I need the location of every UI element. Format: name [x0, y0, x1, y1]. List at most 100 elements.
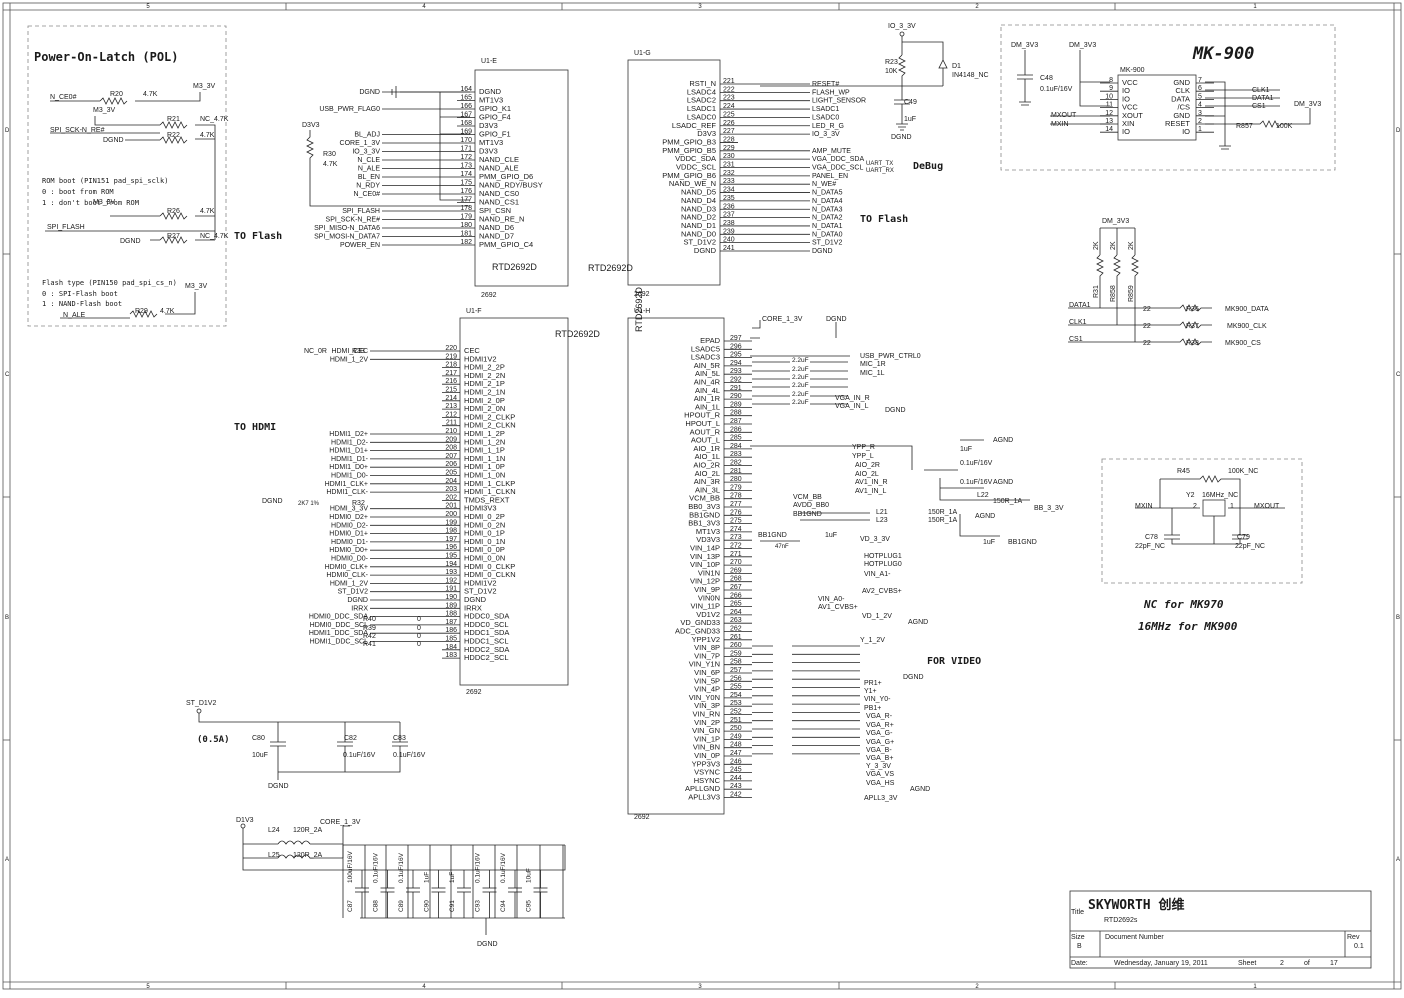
pin-name: RSTI_N — [689, 79, 716, 88]
net-label: HDMI1_D0- — [331, 473, 369, 480]
pin-number: 283 — [730, 451, 742, 458]
cap-ref: C89 — [398, 900, 405, 912]
zone-col-label: 4 — [422, 4, 426, 10]
st-d1v2-caps — [196, 708, 408, 780]
cap-value: 0.1uF/16V — [475, 852, 482, 883]
net-label: MXIN — [1135, 503, 1153, 510]
pin-name: CLK — [1175, 86, 1190, 95]
pin-number: 11 — [1106, 102, 1113, 109]
pin-number: 180 — [460, 222, 472, 229]
net-label: DGND — [120, 238, 141, 245]
for-video-label: FOR VIDEO — [927, 656, 981, 667]
net-label: MK900_CS — [1225, 340, 1261, 347]
zone-col-label: 3 — [698, 984, 702, 990]
pin-name: HDDC1_SDA — [464, 628, 509, 637]
ref-label: R857 — [1236, 123, 1253, 130]
net-label: AV1_IN_R — [855, 479, 888, 486]
pin-number: 217 — [445, 370, 457, 377]
pin-name: HDMI1V2 — [464, 578, 497, 587]
pin-number: 188 — [445, 611, 457, 618]
pin-number: 268 — [730, 576, 742, 583]
uart-rx-label: UART_RX — [866, 168, 894, 174]
cap-value: 2.2uF — [792, 391, 809, 398]
net-label: HDMI0_D2+ — [329, 514, 368, 521]
cap-value: 2.2uF — [792, 374, 809, 381]
pin-name: HDMI_0_CLKN — [464, 570, 516, 579]
net-label: VGA_B+ — [866, 755, 893, 762]
u1g-ref: U1-G — [634, 50, 651, 57]
pin-number: 172 — [460, 154, 472, 161]
pin-name: /CS — [1177, 103, 1190, 112]
d1v3-wires — [240, 823, 566, 935]
pin-number: 282 — [730, 460, 742, 467]
pin-number: 250 — [730, 725, 742, 732]
pin-name: VIN_5P — [694, 676, 720, 685]
pin-number: 204 — [445, 478, 457, 485]
cap-value: 2.2uF — [792, 382, 809, 389]
pin-name: GND — [1173, 78, 1190, 87]
pin-number: 273 — [730, 534, 742, 541]
pin-number: 171 — [460, 146, 472, 153]
date-value: Wednesday, January 19, 2011 — [1114, 960, 1208, 967]
pin-number: 249 — [730, 733, 742, 740]
value-label: 0.1uF/16V — [960, 479, 993, 486]
u1h-part: RTD2692D — [634, 287, 644, 332]
value-label: 0 — [417, 641, 421, 648]
pol-wires — [45, 92, 216, 319]
value-label: 150R_1A — [993, 498, 1023, 505]
debug-label: DeBug — [913, 161, 943, 172]
net-label: MXIN — [1051, 121, 1069, 128]
pin-name: NAND_RDY/BUSY — [479, 181, 543, 190]
ref-label: R27 — [167, 233, 180, 240]
net-label: CLK1 — [1069, 319, 1087, 326]
zone-row-label: C — [1396, 372, 1401, 378]
pin-number: 270 — [730, 559, 742, 566]
net-label: LSADC1 — [812, 106, 839, 113]
title-label: Title — [1071, 909, 1084, 916]
net-label: HOTPLUG0 — [864, 561, 902, 568]
pol-title: Power-On-Latch (POL) — [34, 50, 179, 64]
ref-label: L21 — [876, 509, 888, 516]
net-label: DGND — [103, 137, 124, 144]
mk900-block — [1000, 24, 1336, 171]
pin-number: 265 — [730, 601, 742, 608]
pin-number: 240 — [723, 237, 735, 244]
pin-name: AIO_2R — [693, 461, 720, 470]
pin-number: 206 — [445, 461, 457, 468]
pin-name: MT1V3 — [479, 96, 503, 105]
net-label: BB1GND — [793, 511, 822, 518]
pin-name: IO — [1182, 127, 1190, 136]
pin-name: HDMI_1_0P — [464, 462, 505, 471]
pin-name: VIN_14P — [690, 544, 720, 553]
pin-number: 238 — [723, 220, 735, 227]
pin-name: D3V3 — [479, 147, 498, 156]
net-label: AGND — [910, 786, 930, 793]
pin-name: EPAD — [700, 336, 720, 345]
pin-name: HDDC2_SDA — [464, 645, 509, 654]
pin-number: 214 — [445, 395, 457, 402]
ref-label: C78 — [1145, 534, 1158, 541]
pin-number: 263 — [730, 617, 742, 624]
pin-number: 5 — [1198, 93, 1202, 100]
mk900-wires — [1017, 50, 1311, 150]
pin-number: 289 — [730, 401, 742, 408]
pin-number: 225 — [723, 111, 735, 118]
pin-name: VD1V2 — [696, 610, 720, 619]
pin-number: 167 — [460, 112, 472, 119]
net-label: YPP_R — [852, 444, 875, 451]
value-label: 150R_1A — [928, 517, 958, 524]
value-label: 150R_1A — [928, 509, 958, 516]
pin-number: 241 — [723, 245, 735, 252]
pin-name: HDMI_2_0N — [464, 404, 505, 413]
net-label: AV2_CVBS+ — [862, 588, 902, 595]
value-label: 2K — [1110, 241, 1117, 250]
value-label: 2K7 1% — [298, 501, 320, 507]
pin-number: 267 — [730, 584, 742, 591]
pin-number: 255 — [730, 684, 742, 691]
net-label: BB_3_3V — [1034, 505, 1064, 512]
u1e-footer: 2692 — [481, 292, 497, 299]
pin-name: MT1V3 — [696, 527, 720, 536]
cap-ref: C93 — [475, 900, 482, 912]
u1g-symbol — [627, 59, 721, 286]
